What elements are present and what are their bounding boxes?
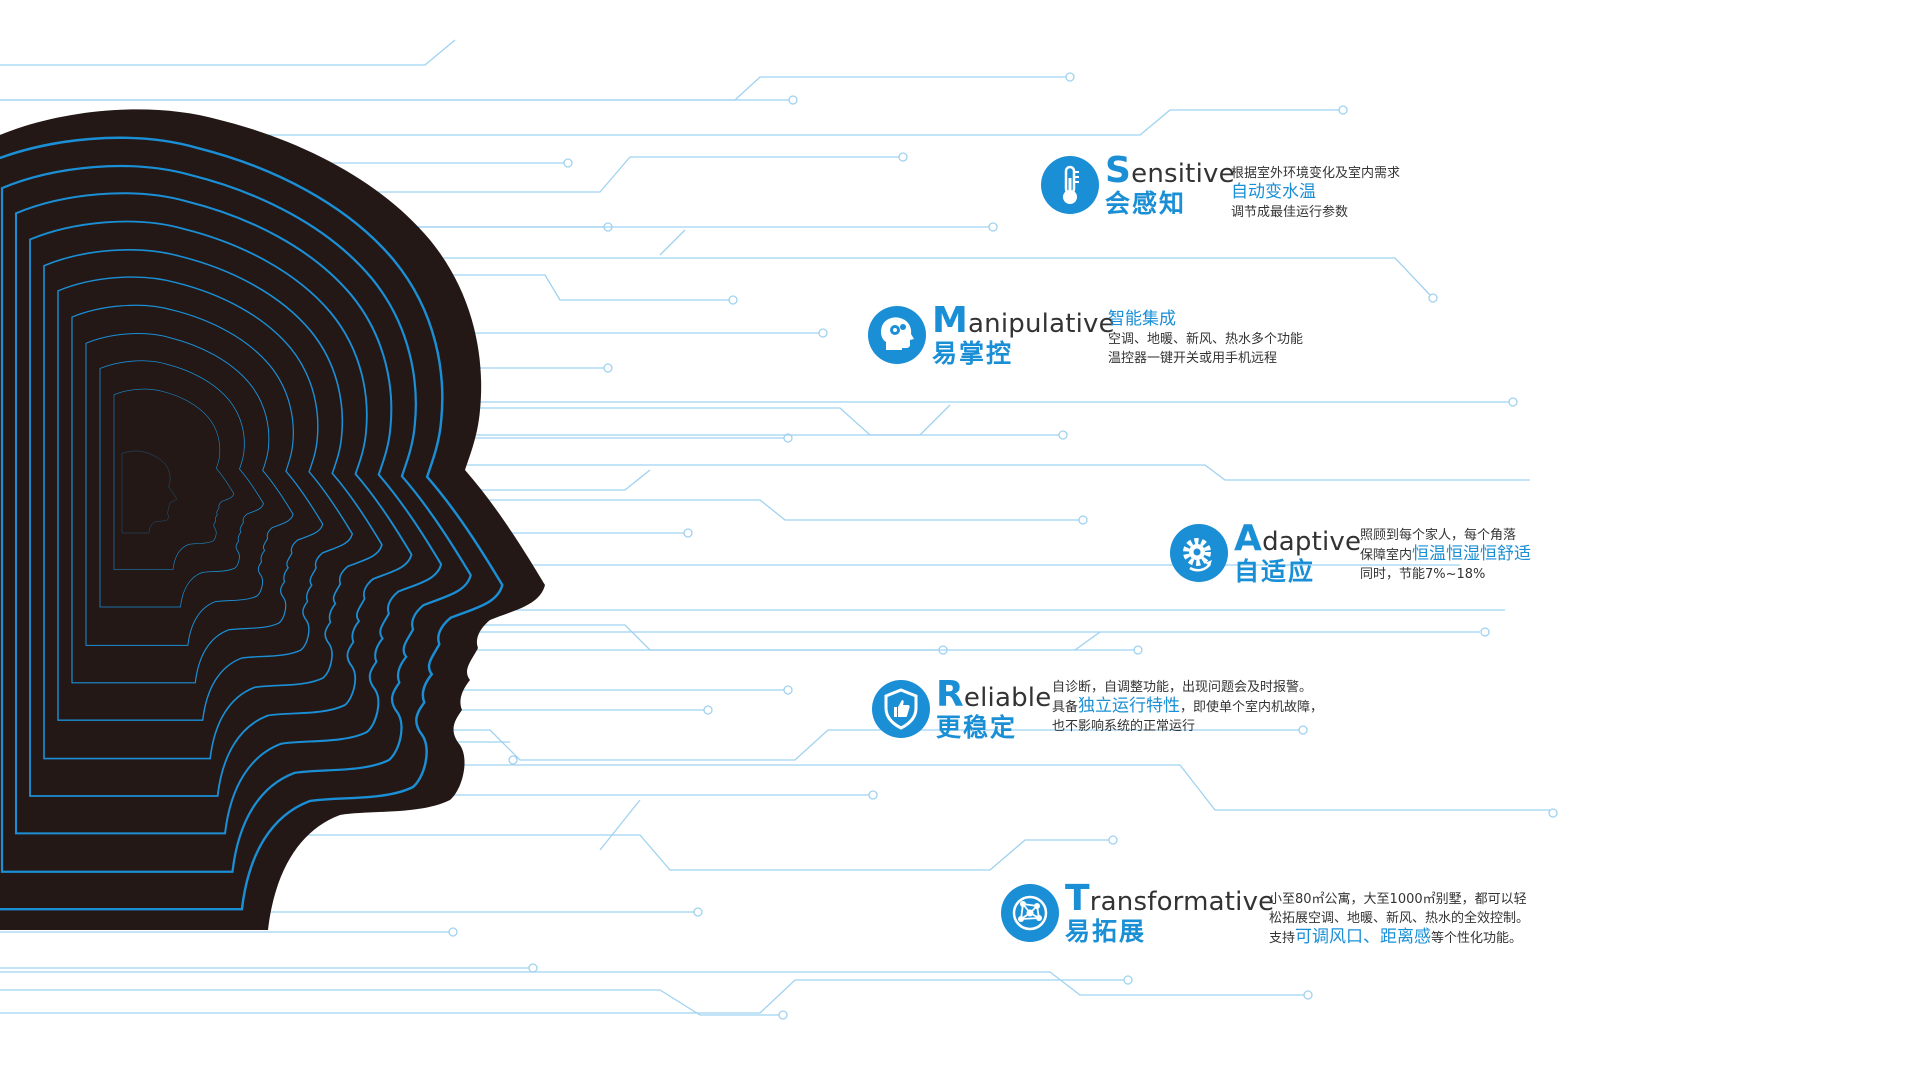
desc-line: 照顾到每个家人，每个角落 <box>1360 528 1517 543</box>
feature-description: 自诊断，自调整功能，出现问题会及时报警。 具备独立运行特性，即使单个室内机故障，… <box>1052 678 1323 736</box>
feature-title-cn: 自适应 <box>1234 557 1316 586</box>
feature-title-cn: 更稳定 <box>936 713 1018 742</box>
feature-description: 智能集成 空调、地暖、新风、热水多个功能 温控器一键开关或用手机远程 <box>1108 310 1303 368</box>
feature-title-en: Manipulative <box>932 300 1115 341</box>
desc-line: 智能集成 <box>1108 309 1176 329</box>
feature-description: 根据室外环境变化及室内需求 自动变水温 调节成最佳运行参数 <box>1231 164 1400 222</box>
desc-line: 同时，节能7%~18% <box>1360 567 1486 582</box>
desc-line: 空调、地暖、新风、热水多个功能 <box>1108 332 1304 347</box>
desc-line: 也不影响系统的正常运行 <box>1052 719 1196 734</box>
desc-line: 具备独立运行特性，即使单个室内机故障， <box>1052 696 1324 716</box>
feature-title-cn: 易拓展 <box>1065 917 1147 946</box>
desc-line: 松拓展空调、地暖、新风、热水的全效控制。 <box>1269 911 1530 926</box>
feature-description: 小至80㎡公寓，大至1000㎡别墅，都可以轻 松拓展空调、地暖、新风、热水的全效… <box>1269 890 1529 948</box>
thermometer-icon <box>1041 156 1099 214</box>
feature-description: 照顾到每个家人，每个角落 保障室内恒温恒湿恒舒适 同时，节能7%~18% <box>1360 526 1531 584</box>
desc-line: 小至80㎡公寓，大至1000㎡别墅，都可以轻 <box>1269 892 1527 907</box>
desc-line: 支持可调风口、距离感等个性化功能。 <box>1269 927 1523 947</box>
feature-title-en: Transformative <box>1065 878 1275 919</box>
shield-thumb-icon <box>872 680 930 738</box>
network-icon <box>1001 884 1059 942</box>
feature-title-cn: 会感知 <box>1105 189 1187 218</box>
desc-line: 根据室外环境变化及室内需求 <box>1231 166 1401 181</box>
desc-line: 调节成最佳运行参数 <box>1231 205 1349 220</box>
desc-line: 温控器一键开关或用手机远程 <box>1108 351 1278 366</box>
desc-line: 自诊断，自调整功能，出现问题会及时报警。 <box>1052 680 1313 695</box>
feature-title-en: Sensitive <box>1105 150 1235 191</box>
head-gear-icon <box>868 306 926 364</box>
feature-title-en: Adaptive <box>1234 518 1362 559</box>
desc-line: 保障室内恒温恒湿恒舒适 <box>1360 544 1532 564</box>
feature-title-en: Reliable <box>936 674 1052 715</box>
adaptive-gear-icon <box>1170 524 1228 582</box>
desc-line: 自动变水温 <box>1231 182 1316 202</box>
feature-title-cn: 易掌控 <box>932 339 1014 368</box>
